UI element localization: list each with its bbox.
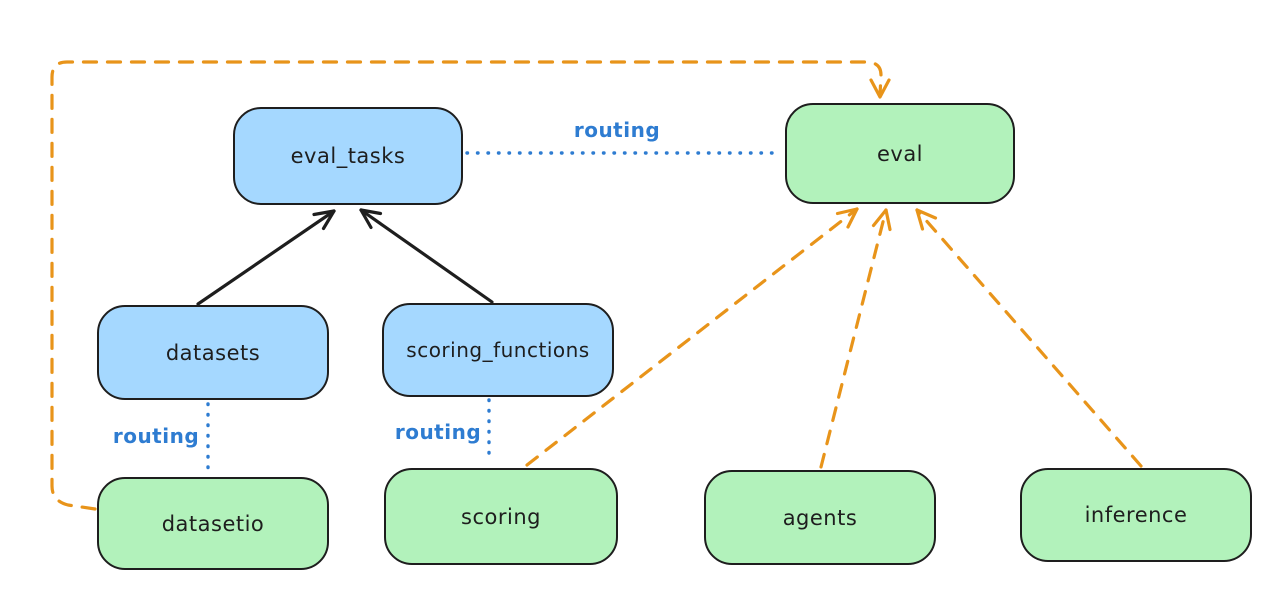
node-datasets: datasets <box>97 305 329 400</box>
edge-label-routing-top: routing <box>573 118 661 142</box>
node-datasetio: datasetio <box>97 477 329 570</box>
node-datasetio-label: datasetio <box>161 511 265 536</box>
node-datasets-label: datasets <box>165 340 261 365</box>
dashed-edge-inference-to-eval <box>915 208 1143 468</box>
edge-label-routing-mid: routing <box>394 420 482 444</box>
edge-label-routing-left: routing <box>112 424 200 448</box>
node-scoring-label: scoring <box>461 504 541 529</box>
node-scoring-functions-label: scoring_functions <box>406 338 590 362</box>
node-inference: inference <box>1020 468 1252 562</box>
arrow-scoring-functions-to-eval-tasks <box>359 208 494 304</box>
node-eval: eval <box>785 103 1015 204</box>
node-scoring-functions: scoring_functions <box>382 303 614 397</box>
node-eval-tasks: eval_tasks <box>233 107 463 205</box>
node-agents-label: agents <box>782 505 858 530</box>
node-eval-label: eval <box>876 141 924 166</box>
arrow-datasets-to-eval-tasks <box>196 209 336 306</box>
dashed-edge-agents-to-eval <box>819 208 892 469</box>
node-eval-tasks-label: eval_tasks <box>290 144 406 168</box>
dashed-edge-datasetio-to-eval <box>50 60 891 511</box>
node-inference-label: inference <box>1084 503 1188 527</box>
dashed-edge-scoring-to-eval <box>525 207 859 467</box>
node-scoring: scoring <box>384 468 618 565</box>
node-agents: agents <box>704 470 936 565</box>
